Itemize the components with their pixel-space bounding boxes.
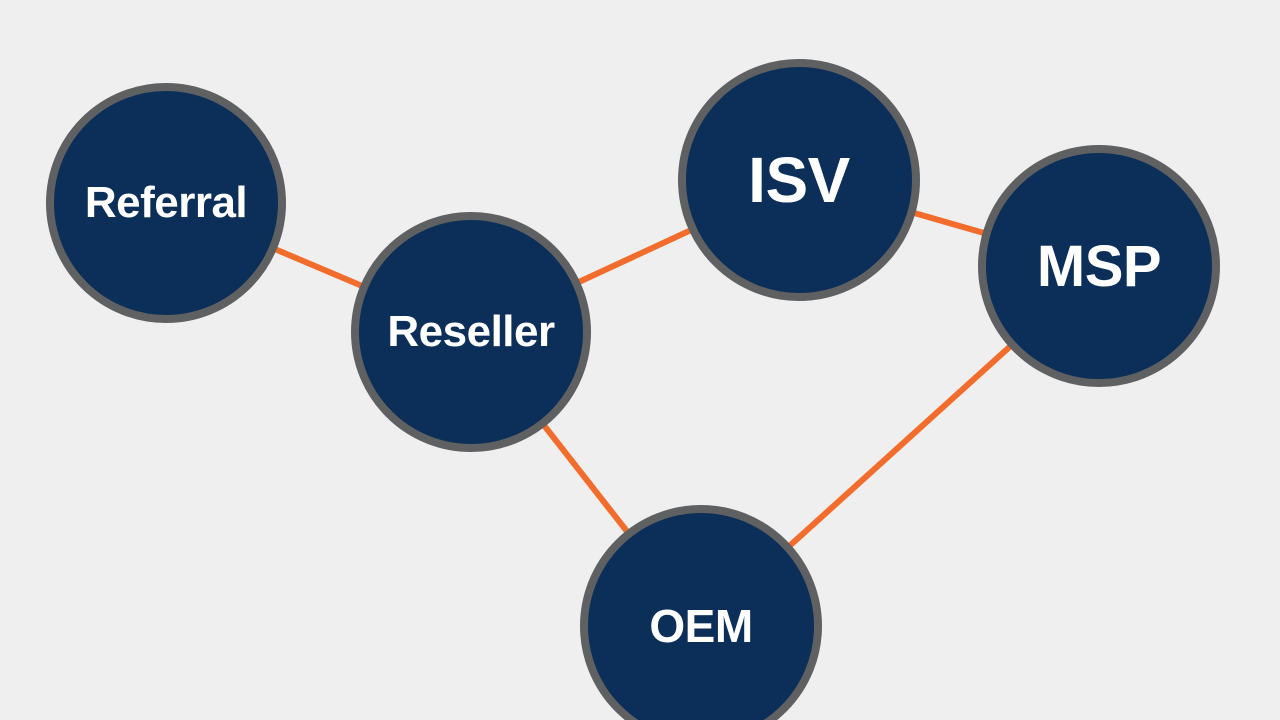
node-label-reseller: Reseller bbox=[387, 307, 555, 356]
node-label-oem: OEM bbox=[649, 600, 753, 652]
node-label-isv: ISV bbox=[748, 144, 850, 216]
node-msp: MSP bbox=[978, 145, 1220, 387]
node-label-referral: Referral bbox=[84, 178, 248, 227]
node-oem: OEM bbox=[580, 505, 822, 720]
node-referral: Referral bbox=[46, 83, 286, 323]
node-label-msp: MSP bbox=[1036, 233, 1162, 299]
node-isv: ISV bbox=[678, 59, 920, 301]
node-reseller: Reseller bbox=[351, 212, 591, 452]
